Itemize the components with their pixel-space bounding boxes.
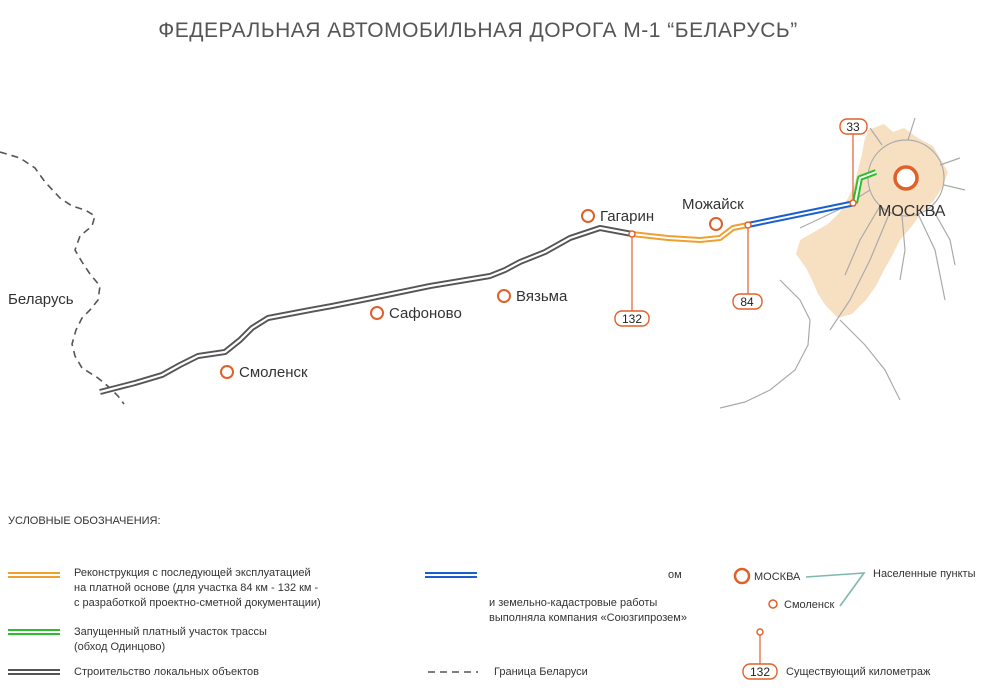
moscow-road-network xyxy=(719,117,966,409)
route-reconstruction xyxy=(631,222,749,243)
km-marker-84: 84 xyxy=(732,221,763,310)
city-safonovo: Сафоново xyxy=(370,305,462,322)
legend-local-label: Строительство локальных объектов xyxy=(74,666,259,678)
legend-local-objects: Строительство локальных объектов xyxy=(8,666,259,678)
legend-city-sample: Смоленск xyxy=(784,599,834,611)
route-toll-section xyxy=(852,169,878,204)
capital-marker: МОСКВА xyxy=(878,165,946,220)
city-vyazma: Вязьма xyxy=(497,288,568,305)
legend-km-marker: 132 Существующий километраж xyxy=(742,628,931,680)
legend-title: УСЛОВНЫЕ ОБОЗНАЧЕНИЯ: xyxy=(8,515,161,527)
legend-toll-line2: (обход Одинцово) xyxy=(74,641,165,653)
legend-border-label: Граница Беларуси xyxy=(494,666,588,678)
km-marker-33: 33 xyxy=(839,118,868,207)
legend-settlements: МОСКВА Смоленск Населенные пункты xyxy=(733,567,976,611)
country-label: Беларусь xyxy=(8,291,74,308)
city-label-gagarin: Гагарин xyxy=(600,208,654,225)
map-title: ФЕДЕРАЛЬНАЯ АВТОМОБИЛЬНАЯ ДОРОГА М-1 “БЕ… xyxy=(158,19,797,42)
legend-blue-section: ом и земельно-кадастровые работы выполня… xyxy=(425,569,687,624)
legend-reconstruction-line1: Реконструкция с последующей эксплуатацие… xyxy=(74,567,311,579)
legend-settlements-label: Населенные пункты xyxy=(873,568,976,580)
legend-reconstruction-line3: с разработкой проектно-сметной документа… xyxy=(74,597,321,609)
legend-reconstruction-line2: на платной основе (для участка 84 км - 1… xyxy=(74,582,319,594)
legend: УСЛОВНЫЕ ОБОЗНАЧЕНИЯ: Реконструкция с по… xyxy=(8,515,976,680)
legend-km-label: Существующий километраж xyxy=(786,666,931,678)
city-label-smolensk: Смоленск xyxy=(239,364,308,381)
legend-toll-line1: Запущенный платный участок трассы xyxy=(74,626,267,638)
moscow-region-area xyxy=(796,124,948,318)
legend-capital-sample: МОСКВА xyxy=(754,571,801,583)
city-mozhaisk: Можайск xyxy=(682,196,744,231)
legend-border: Граница Беларуси xyxy=(428,666,588,678)
km-label-33: 33 xyxy=(846,120,860,134)
km-label-84: 84 xyxy=(740,295,754,309)
legend-toll-section: Запущенный платный участок трассы (обход… xyxy=(8,626,267,653)
belarus-border xyxy=(0,151,125,405)
legend-blue-fragment: ом xyxy=(668,569,682,581)
legend-blue-line2: и земельно-кадастровые работы xyxy=(489,597,657,609)
city-label-safonovo: Сафоново xyxy=(389,305,462,322)
city-label-vyazma: Вязьма xyxy=(516,288,568,305)
legend-km-sample: 132 xyxy=(750,665,770,679)
city-gagarin: Гагарин xyxy=(581,208,654,225)
legend-reconstruction: Реконструкция с последующей эксплуатацие… xyxy=(8,567,321,609)
city-label-mozhaisk: Можайск xyxy=(682,196,744,213)
city-smolensk: Смоленск xyxy=(220,364,308,381)
capital-label: МОСКВА xyxy=(878,203,946,220)
route-blue-section xyxy=(747,200,856,228)
km-marker-132: 132 xyxy=(614,230,650,327)
km-label-132: 132 xyxy=(622,312,642,326)
legend-blue-line3: выполняла компания «Союзгипрозем» xyxy=(489,612,687,624)
route-local-objects xyxy=(99,225,633,395)
